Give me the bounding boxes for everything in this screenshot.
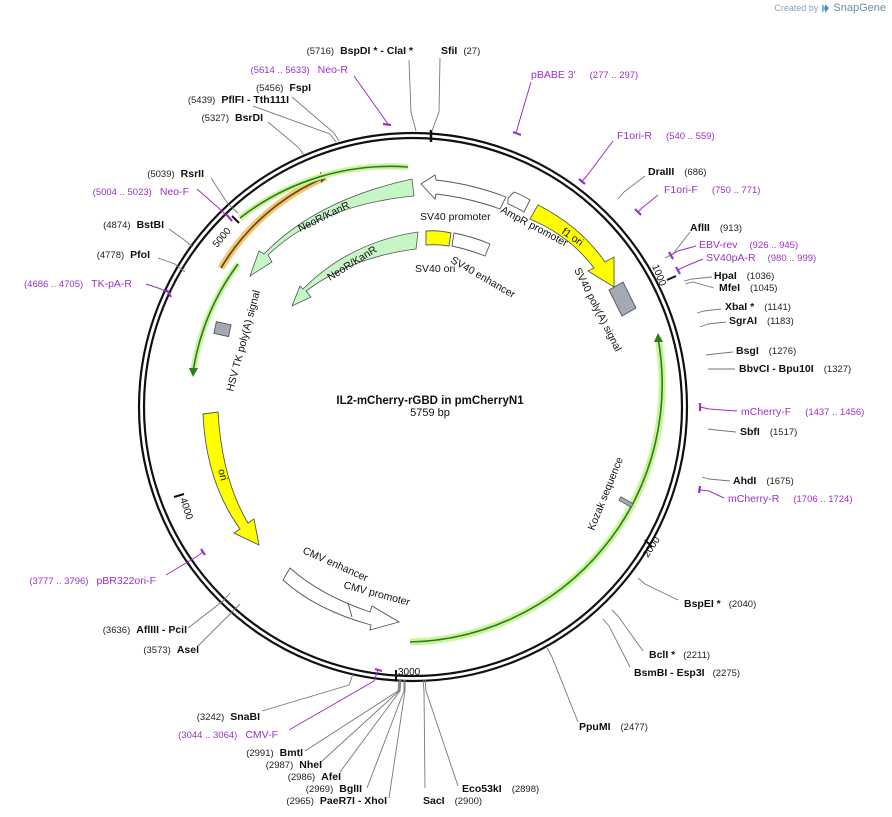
brand-prefix: Created by [774, 3, 819, 13]
plasmid-length: 5759 bp [410, 407, 450, 419]
primer-mcherry-r[interactable]: mCherry-R(1706 .. 1724) [728, 493, 853, 505]
sv40-enhancer-box [451, 232, 491, 257]
enzyme-pflfi-tth111i[interactable]: (5439)PflFI - Tth111I [188, 94, 289, 106]
sv40-polya-box [608, 281, 637, 317]
enzyme-pfoi[interactable]: (4778)PfoI [97, 249, 150, 261]
primer-neo-r[interactable]: (5614 .. 5633)Neo-R [251, 64, 349, 76]
sv40-polya-label: SV40 poly(A) signal [571, 266, 624, 354]
f1-ori-arrow [529, 204, 615, 288]
enzyme-leader-lines [157, 57, 737, 799]
enzyme-ahdi[interactable]: AhdI(1675) [733, 475, 794, 487]
enzyme-mfei[interactable]: MfeI(1045) [719, 282, 777, 294]
primer-markers [166, 122, 702, 673]
sv40-promoter-label: SV40 promoter [420, 211, 491, 223]
hsv-green-glow [190, 262, 241, 373]
enzyme-bmti[interactable]: (2991)BmtI [246, 747, 303, 759]
primer-pbabe3[interactable]: pBABE 3'(277 .. 297) [531, 69, 638, 81]
enzyme-ppumi[interactable]: PpuMI(2477) [579, 721, 648, 733]
neokanr-outer-label: NeoR/KanR [296, 199, 352, 235]
neokanr-inner-arrow [291, 231, 419, 307]
enzyme-bsgi[interactable]: BsgI(1276) [736, 345, 796, 357]
enzyme-labels: SfiI(27) (5716)BspDI * - ClaI * (5456)Fs… [97, 45, 851, 807]
primer-mcherry-f[interactable]: mCherry-F(1437 .. 1456) [741, 406, 864, 418]
enzyme-bspei[interactable]: BspEI *(2040) [684, 598, 756, 610]
ori-arrow [202, 411, 260, 546]
primer-ebv-rev[interactable]: EBV-rev(926 .. 945) [699, 239, 798, 251]
kozak-box [618, 496, 634, 508]
snapgene-logo-icon [822, 3, 830, 13]
primer-leader-lines [145, 75, 738, 731]
primer-sv40pa-r[interactable]: SV40pA-R(980 .. 999) [706, 252, 816, 264]
enzyme-nhei[interactable]: (2987)NheI [266, 759, 322, 771]
mcherry-insert-glow [409, 337, 666, 646]
position-ticks: 1000 2000 3000 4000 5000 [173, 215, 677, 680]
ampr-promoter-arrow [507, 191, 531, 213]
tick-label-5000: 5000 [211, 225, 234, 249]
enzyme-aflii[interactable]: AflII(913) [690, 222, 742, 234]
enzyme-asei[interactable]: (3573)AseI [143, 644, 199, 656]
enzyme-xbai[interactable]: XbaI *(1141) [725, 301, 791, 313]
primer-f1ori-r[interactable]: F1ori-R(540 .. 559) [617, 130, 715, 142]
hsv-arrowhead [189, 368, 198, 377]
backbone-outer-ring [137, 131, 689, 683]
enzyme-eco53ki[interactable]: Eco53kI(2898) [462, 783, 539, 795]
enzyme-bcli[interactable]: BclI *(2211) [649, 649, 710, 661]
backbone-inner-ring [142, 136, 684, 678]
enzyme-saci[interactable]: SacI(2900) [423, 795, 482, 807]
enzyme-sfii[interactable]: SfiI(27) [441, 45, 480, 57]
sv40-ori-label: SV40 ori [415, 263, 455, 275]
primer-neo-f[interactable]: (5004 .. 5023)Neo-F [93, 186, 189, 198]
ori-label: ori [215, 468, 230, 482]
primer-labels: (5614 .. 5633)Neo-R pBABE 3'(277 .. 297)… [24, 64, 864, 741]
enzyme-sbfi[interactable]: SbfI(1517) [740, 426, 797, 438]
enzyme-draiii[interactable]: DraIII(686) [648, 166, 706, 178]
primer-f1ori-f[interactable]: F1ori-F(750 .. 771) [664, 184, 760, 196]
plasmid-name: IL2-mCherry-rGBD in pmCherryN1 [336, 395, 524, 407]
enzyme-paer7i-xhoi[interactable]: (2965)PaeR7I - XhoI [286, 795, 387, 807]
tick-label-4000: 4000 [177, 497, 194, 522]
enzyme-afei[interactable]: (2986)AfeI [288, 771, 341, 783]
enzyme-sgrai[interactable]: SgrAI(1183) [729, 315, 794, 327]
enzyme-bspdi-clai[interactable]: (5716)BspDI * - ClaI * [307, 45, 414, 57]
enzyme-bsrdi[interactable]: (5327)BsrDI [202, 112, 264, 124]
mcherry-insert-arc [409, 337, 663, 643]
enzyme-bstbi[interactable]: (4874)BstBI [103, 219, 164, 231]
enzyme-bsmbi-esp3i[interactable]: BsmBI - Esp3I(2275) [634, 667, 740, 679]
hsv-tk-polya-label: HSV TK poly(A) signal [224, 289, 263, 393]
tick-label-2000: 2000 [641, 535, 663, 560]
sv40-ori-box [425, 230, 452, 247]
primer-cmv-f[interactable]: (3044 .. 3064)CMV-F [178, 729, 278, 741]
brand-name: SnapGene [833, 2, 886, 14]
neokanr-outer-arrow [249, 178, 415, 277]
hsv-tk-polya-box [213, 321, 232, 338]
enzyme-rsrii[interactable]: (5039)RsrII [147, 168, 204, 180]
enzyme-bbvci-bpu10i[interactable]: BbvCI - Bpu10I(1327) [739, 363, 851, 375]
primer-pbr322ori-f[interactable]: (3777 .. 3796)pBR322ori-F [29, 575, 156, 587]
enzyme-bglii[interactable]: (2969)BglII [306, 783, 362, 795]
sv40-promoter-arrow [420, 174, 507, 210]
snapgene-brand: Created by SnapGene [774, 2, 886, 14]
primer-tk-pa-r[interactable]: (4686 .. 4705)TK-pA-R [24, 278, 132, 290]
cmv-promoter-label: CMV promoter [342, 579, 412, 608]
sv40-enhancer-label: SV40 enhancer [449, 254, 518, 301]
mcherry-arrowhead [654, 333, 663, 342]
enzyme-snabi[interactable]: (3242)SnaBI [197, 711, 260, 723]
enzyme-afliii-pcii[interactable]: (3636)AflIII - PciI [103, 624, 187, 636]
enzyme-hpai[interactable]: HpaI(1036) [714, 270, 774, 282]
cmv-enhancer-promoter-arrow [282, 567, 401, 631]
cmv-enhancer-label: CMV enhancer [301, 545, 370, 585]
enzyme-fspi[interactable]: (5456)FspI [256, 82, 311, 94]
tick-label-3000: 3000 [398, 667, 421, 678]
